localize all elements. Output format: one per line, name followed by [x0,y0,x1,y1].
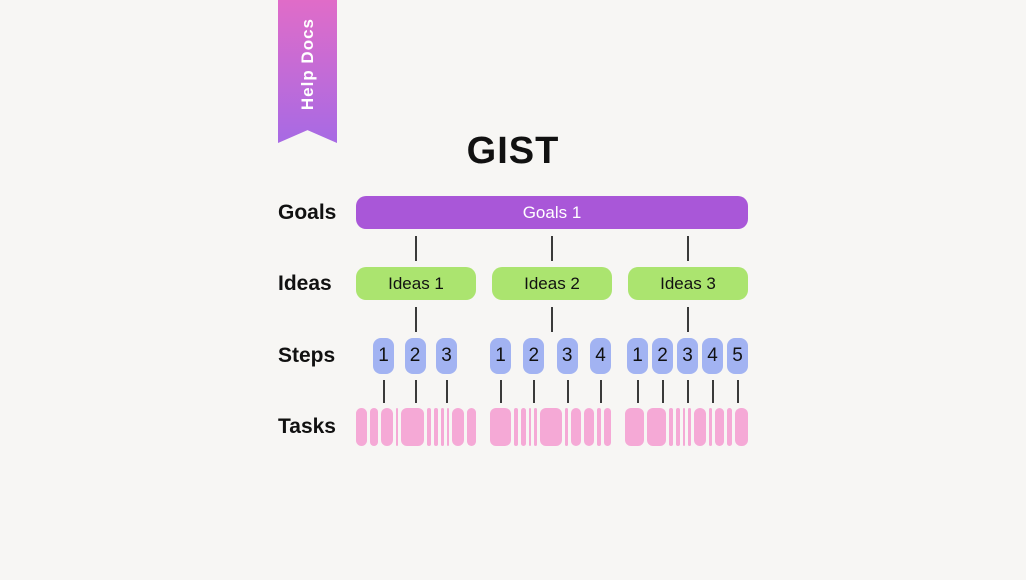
task-bar [427,408,431,446]
task-bar [708,408,713,446]
row-label-ideas: Ideas [278,271,332,295]
connector-line [686,380,689,403]
connector-line [687,307,689,332]
task-bar [676,408,680,446]
idea-bar-2: Ideas 2 [492,267,612,300]
connector-line [382,380,385,403]
task-bar [715,408,725,446]
task-bar [447,408,449,446]
step-chip: 3 [556,338,578,374]
task-bar [596,408,602,446]
task-bar [401,408,424,446]
step-chip: 3 [677,338,698,374]
task-bar [539,408,563,446]
idea-bar-3: Ideas 3 [628,267,748,300]
row-label-steps: Steps [278,344,336,367]
task-bar [688,408,691,446]
connector-line [661,380,664,403]
task-bar [571,408,582,446]
task-bar [356,408,367,446]
connector-line [736,380,739,403]
help-docs-ribbon: Help Docs [278,0,337,143]
page-title: GIST [466,130,560,172]
connector-line [599,380,602,403]
step-chip: 1 [373,338,394,374]
task-bar [381,408,393,446]
step-chip: 4 [589,338,611,374]
task-bar [396,408,398,446]
step-chip: 1 [490,338,511,374]
task-bar [467,408,476,446]
step-chip: 2 [652,338,673,374]
tasks-group-2 [490,408,612,446]
task-bar [441,408,444,446]
task-bar [490,408,511,446]
connector-line [636,380,639,403]
row-label-goals: Goals [278,200,337,224]
connector-line [499,380,502,403]
task-bar [584,408,594,446]
connector-line [551,236,553,261]
task-bar [682,408,686,446]
connector-line [551,307,553,332]
connector-line [445,380,448,403]
connector-line [532,380,535,403]
task-bar [528,408,531,446]
step-chip: 2 [404,338,426,374]
connector-line [566,380,569,403]
step-chip: 4 [702,338,723,374]
idea-bar-1: Ideas 1 [356,267,476,300]
step-chip: 3 [436,338,457,374]
connector-line [711,380,714,403]
task-bar [513,408,519,446]
task-bar [434,408,438,446]
connector-line [414,380,417,403]
task-bar [565,408,569,446]
task-bar [646,408,666,446]
task-bar [727,408,732,446]
task-bar [533,408,537,446]
row-label-tasks: Tasks [278,415,336,438]
connector-line [415,307,417,332]
goal-bar-1: Goals 1 [356,196,748,229]
task-bar [452,408,464,446]
step-chip: 2 [523,338,545,374]
task-bar [604,408,612,446]
tasks-group-1 [356,408,476,446]
task-bar [625,408,644,446]
tasks-group-3 [625,408,748,446]
task-bar [370,408,378,446]
ribbon-label: Help Docs [297,18,317,111]
connector-line [415,236,417,261]
connector-line [687,236,689,261]
step-chip: 1 [627,338,648,374]
task-bar [693,408,706,446]
task-bar [668,408,674,446]
task-bar [521,408,526,446]
task-bar [734,408,748,446]
step-chip: 5 [727,338,748,374]
